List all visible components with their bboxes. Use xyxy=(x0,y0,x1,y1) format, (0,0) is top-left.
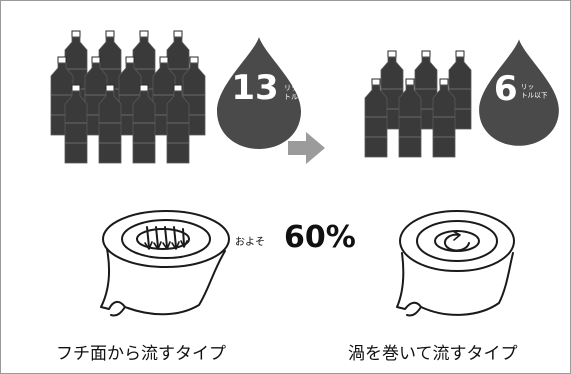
bottle-group-13l xyxy=(50,30,206,164)
caption-swirl-flush: 渦を巻いて流すタイプ xyxy=(348,344,518,364)
caption-rim-flush: フチ面から流すタイプ xyxy=(56,344,226,364)
before-unit-line2: トル xyxy=(284,93,298,101)
after-unit-line2: トル以下 xyxy=(521,91,548,99)
before-unit-line1: リッ xyxy=(284,84,298,92)
reduction-prefix: およそ xyxy=(235,236,265,248)
bottle-group-6l xyxy=(364,50,472,158)
toilet-rim-flush-icon xyxy=(100,210,230,317)
after-unit-line1: リッ xyxy=(521,83,534,91)
water-drop-6l: 6 リッ トル以下 xyxy=(479,39,559,146)
toilet-swirl-flush-icon xyxy=(396,210,515,317)
before-amount: 13 xyxy=(231,68,278,108)
right-arrow-icon xyxy=(288,132,325,164)
reduction-value: 60% xyxy=(284,220,356,255)
after-amount: 6 xyxy=(494,69,518,109)
water-drop-13l: 13 リッ トル xyxy=(217,37,301,149)
